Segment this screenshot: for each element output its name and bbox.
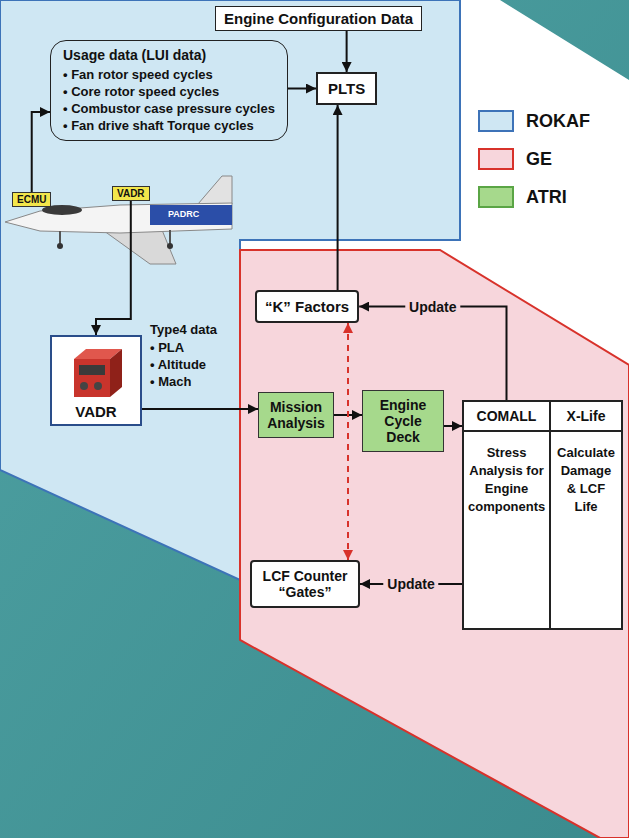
- landing-wheel: [167, 243, 173, 249]
- node-label: VADR: [56, 403, 136, 420]
- data-banner: Engine Configuration Data: [215, 6, 422, 31]
- signal-label: • Altitude: [150, 357, 206, 372]
- recorder-connector: [94, 382, 102, 390]
- aircraft-tail: [198, 176, 232, 204]
- legend-swatch: [478, 148, 514, 170]
- flow-arrow: [444, 425, 462, 427]
- process-box: Engine Cycle Deck: [362, 390, 444, 452]
- recorder-front: [74, 359, 110, 397]
- edge-label: Update: [405, 299, 460, 315]
- legend-swatch: [478, 186, 514, 208]
- ge-region: [240, 250, 629, 838]
- usage-data-box: Usage data (LUI data) • Fan rotor speed c…: [50, 40, 288, 141]
- legend-row: GE: [478, 148, 552, 170]
- legend-label: ATRI: [526, 187, 567, 208]
- flow-arrow: [346, 31, 348, 72]
- edge-label: Update: [383, 576, 438, 592]
- flow-arrow: [359, 307, 506, 401]
- node-body: • Combustor case pressure cycles: [63, 100, 275, 117]
- node-label: Mission Analysis: [263, 399, 329, 431]
- node-label: X-Life: [551, 402, 621, 432]
- part-label: PADRC: [168, 209, 199, 219]
- padrc-band: [150, 205, 232, 225]
- flow-arrow: [32, 112, 50, 192]
- node-label: “K” Factors: [265, 298, 349, 315]
- node-label: ECMU: [17, 194, 46, 205]
- landing-wheel: [57, 243, 63, 249]
- node-body: • Core rotor speed cycles: [63, 83, 275, 100]
- aircraft-fuselage: [5, 203, 232, 233]
- process-box: “K” Factors: [255, 290, 359, 323]
- aircraft-tag: VADR: [112, 186, 150, 201]
- node-label: Engine Cycle Deck: [367, 397, 439, 445]
- flow-arrow: [96, 201, 131, 335]
- table-column: X-LifeCalculate Damage & LCF Life: [549, 400, 623, 630]
- flow-arrow: [337, 105, 339, 290]
- device-box: VADR: [50, 335, 142, 426]
- node-label: PLTS: [328, 80, 365, 97]
- node-body: Calculate Damage & LCF Life: [551, 432, 621, 528]
- node-label: COMALL: [464, 402, 549, 432]
- signal-label: Type4 data: [150, 322, 217, 337]
- process-box: Mission Analysis: [258, 392, 334, 438]
- recorder-connector: [80, 382, 88, 390]
- legend-label: ROKAF: [526, 111, 590, 132]
- node-body: Stress Analysis for Engine components: [464, 432, 549, 528]
- process-box: PLTS: [316, 72, 377, 105]
- signal-label: • Mach: [150, 374, 191, 389]
- legend-swatch: [478, 110, 514, 132]
- dashed-link: [347, 323, 349, 560]
- legend-label: GE: [526, 149, 552, 170]
- aircraft-wing: [100, 228, 176, 264]
- recorder-illustration: [64, 341, 128, 401]
- legend-row: ATRI: [478, 186, 567, 208]
- landing-gear: [169, 230, 171, 244]
- flow-arrow: [288, 88, 316, 90]
- node-body: • Fan drive shaft Torque cycles: [63, 117, 275, 134]
- aircraft-tag: ECMU: [12, 192, 51, 207]
- node-label: Usage data (LUI data): [63, 47, 275, 63]
- signal-label: • PLA: [150, 340, 184, 355]
- landing-gear: [59, 231, 61, 244]
- node-body: • Fan rotor speed cycles: [63, 66, 275, 83]
- flow-arrow: [142, 408, 258, 410]
- node-label: LCF Counter “Gates”: [260, 568, 350, 600]
- aircraft-illustration: [5, 176, 232, 264]
- table-column: COMALLStress Analysis for Engine compone…: [462, 400, 551, 630]
- recorder-side: [110, 349, 122, 397]
- node-label: VADR: [117, 188, 145, 199]
- process-box: LCF Counter “Gates”: [250, 560, 360, 608]
- legend-row: ROKAF: [478, 110, 590, 132]
- recorder-panel: [79, 365, 105, 375]
- node-label: Engine Configuration Data: [224, 10, 413, 27]
